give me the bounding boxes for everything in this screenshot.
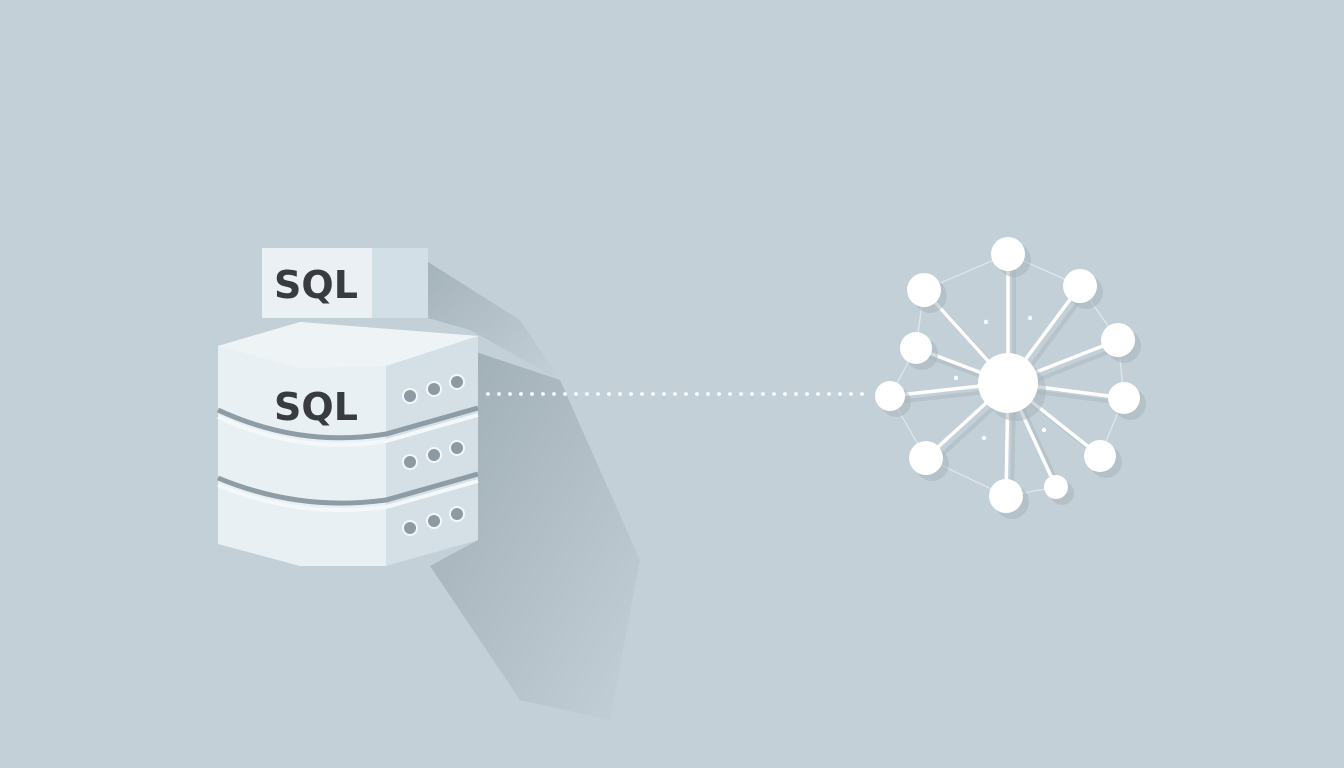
connector-dot xyxy=(816,392,820,396)
indicator-dot xyxy=(402,454,418,470)
sql-tag: SQL xyxy=(262,248,428,318)
leaf-node-right xyxy=(1108,382,1140,414)
connector-dot xyxy=(497,392,501,396)
tier-divider-1 xyxy=(216,405,479,441)
connector-dot xyxy=(728,392,732,396)
connector-dot xyxy=(684,392,688,396)
connector-dot xyxy=(486,392,490,396)
connector-dot xyxy=(739,392,743,396)
database-top-lid xyxy=(218,322,478,368)
leaf-node-top xyxy=(991,237,1025,271)
connector-dot xyxy=(783,392,787,396)
indicator-dot xyxy=(449,374,465,390)
connector-dot xyxy=(695,392,699,396)
tier-2-indicators xyxy=(402,440,465,470)
tier-1-indicators xyxy=(402,374,465,404)
connector-dot xyxy=(607,392,611,396)
indicator-dot xyxy=(426,447,442,463)
hub-node xyxy=(978,353,1038,413)
sql-tag-label: SQL xyxy=(274,263,358,307)
leaf-node-bottom xyxy=(989,479,1023,513)
connector-dot xyxy=(706,392,710,396)
connector-dot xyxy=(827,392,831,396)
leaf-node-bottom-right xyxy=(1084,440,1116,472)
leaf-node-bottom-left xyxy=(909,441,943,475)
indicator-dot xyxy=(426,381,442,397)
connector-dot xyxy=(585,392,589,396)
network-hub-icon xyxy=(875,237,1146,519)
connector-dot xyxy=(508,392,512,396)
connector-dot xyxy=(563,392,567,396)
connector-dot xyxy=(750,392,754,396)
leaf-node-left-upper xyxy=(900,332,932,364)
sql-tag-face xyxy=(262,248,372,318)
tier-divider-2 xyxy=(217,471,479,506)
leaf-node-right-upper xyxy=(1101,323,1135,357)
indicator-dot xyxy=(426,513,442,529)
database-icon: SQL xyxy=(216,322,479,566)
tier-3-indicators xyxy=(402,506,465,536)
indicator-dot xyxy=(402,520,418,536)
indicator-dot xyxy=(449,440,465,456)
leaf-node-top-left xyxy=(907,273,941,307)
dotted-connector xyxy=(486,392,864,396)
connector-dot xyxy=(651,392,655,396)
connector-dot xyxy=(662,392,666,396)
connector-dot xyxy=(519,392,523,396)
tier-divider-2-highlight xyxy=(217,479,479,513)
indicator-dot xyxy=(449,506,465,522)
leaf-node-bottom-small xyxy=(1044,475,1068,499)
tier-divider-1-highlight xyxy=(217,413,479,447)
connector-dot xyxy=(574,392,578,396)
connector-dot xyxy=(530,392,534,396)
connector-dot xyxy=(849,392,853,396)
database-long-shadow xyxy=(430,350,640,720)
connector-dot xyxy=(772,392,776,396)
connector-dot xyxy=(618,392,622,396)
connector-dot xyxy=(596,392,600,396)
leaf-node-left xyxy=(875,381,905,411)
connector-dot xyxy=(794,392,798,396)
connector-dot xyxy=(552,392,556,396)
sql-tag-side xyxy=(370,248,428,318)
database-label: SQL xyxy=(274,385,358,429)
connector-dot xyxy=(629,392,633,396)
connector-dot xyxy=(717,392,721,396)
connector-dot xyxy=(541,392,545,396)
connector-dot xyxy=(805,392,809,396)
connector-dot xyxy=(860,392,864,396)
indicator-dot xyxy=(402,388,418,404)
connector-dot xyxy=(761,392,765,396)
connector-dot xyxy=(673,392,677,396)
leaf-node-top-right xyxy=(1063,269,1097,303)
network-accent-dots xyxy=(953,315,1047,441)
tag-long-shadow xyxy=(428,262,560,380)
connector-dot xyxy=(640,392,644,396)
connector-dot xyxy=(838,392,842,396)
